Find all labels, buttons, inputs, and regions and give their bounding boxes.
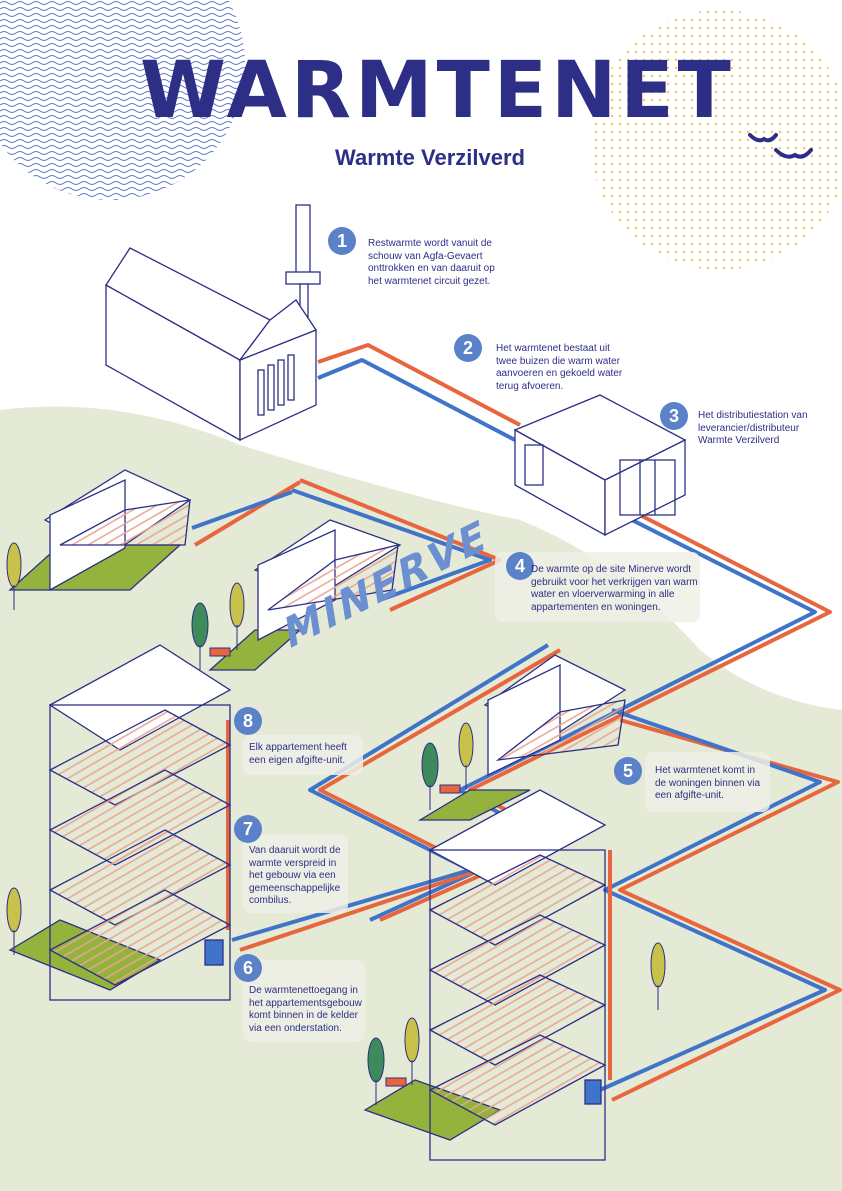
step-1-text: Restwarmte wordt vanuit de schouw van Ag…	[368, 238, 495, 287]
step-3-text: Het distributiestation van leverancier/d…	[698, 410, 808, 446]
step-2-badge: 2	[454, 334, 482, 362]
tree-icons	[6, 542, 666, 1105]
step-6-badge: 6	[234, 954, 262, 982]
house-1	[8, 469, 192, 592]
factory-building	[105, 204, 321, 442]
step-7-panel	[243, 835, 348, 913]
step-4-text: De warmte op de site Minerve wordt gebru…	[531, 564, 698, 613]
step-5-text: Het warmtenet komt in de woningen binnen…	[655, 765, 761, 801]
step-7-badge: 7	[234, 815, 262, 843]
bench-icons	[209, 647, 461, 1087]
step-7-text: Van daaruit wordt de warmte verspreid in…	[249, 845, 341, 906]
step-6-panel	[243, 960, 365, 1042]
house-3	[417, 654, 627, 821]
apartment-building-right	[363, 789, 607, 1161]
birds-icon	[748, 133, 813, 159]
step-4-badge: 4	[506, 552, 534, 580]
step-5-panel	[645, 752, 770, 812]
page-subtitle: Warmte Verzilverd	[335, 145, 525, 170]
house-2	[208, 519, 402, 671]
wave-pattern-circle	[0, 0, 245, 200]
distribution-station	[513, 394, 687, 537]
dot-pattern-circle	[590, 10, 842, 270]
step-8-badge: 8	[234, 707, 262, 735]
step-6-text: De warmtenettoegang in het appartementsg…	[249, 985, 362, 1034]
step-1-badge: 1	[328, 227, 356, 255]
step-8-text: Elk appartement heeft een eigen afgifte-…	[249, 742, 347, 766]
apartment-building-left	[8, 644, 232, 1001]
step-5-badge: 5	[614, 757, 642, 785]
step-3-badge: 3	[660, 402, 688, 430]
step-8-panel	[243, 735, 363, 775]
step-2-text: Het warmtenet bestaat uit twee buizen di…	[496, 343, 623, 392]
page-title: WARMTENET	[140, 46, 735, 136]
